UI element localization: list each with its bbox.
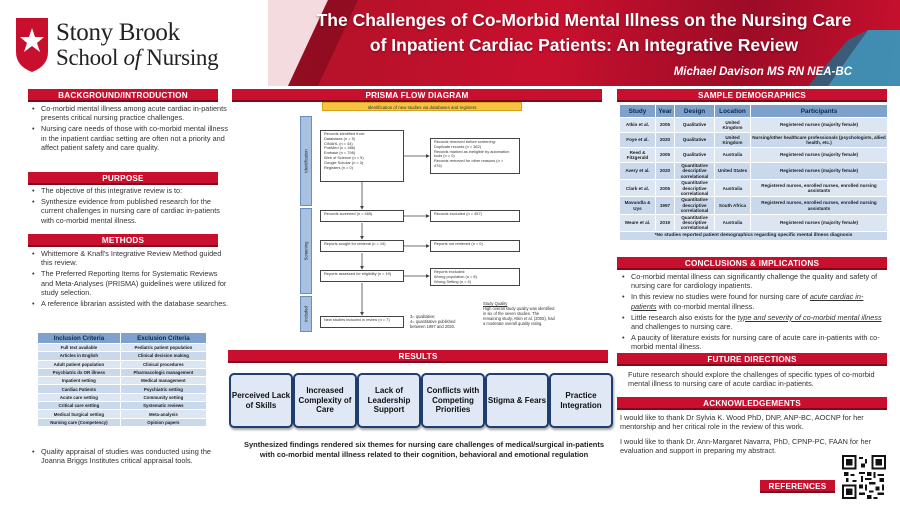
results-synthesis: Synthesized findings rendered six themes… [243,440,605,459]
conclusions-list: Co-morbid mental illness can significant… [620,272,888,354]
logo-line-1: Stony Brook [56,18,180,46]
banner-decoration [268,0,900,86]
table-row: Nursing care (Competency)Opinion papers [37,417,208,427]
shield-icon [16,18,48,72]
records-excluded-box: Records excluded (n = 457) [430,210,520,222]
methods-list: Whittemore & Knafl's Integrative Review … [30,249,230,310]
theme-box: Lack of Leadership Support [357,373,421,428]
list-item: Nursing care needs of those with co-morb… [30,124,230,152]
column-header: Design [674,104,715,118]
logo-line-2: School of Nursing [56,45,219,71]
theme-box: Stigma & Fears [485,373,549,428]
list-item: A paucity of literature exists for nursi… [620,333,888,351]
list-item: In this review no studies were found for… [620,292,888,310]
theme-box: Practice Integration [549,373,613,428]
list-item: The objective of this integrative review… [30,186,230,195]
column-header: Study [619,104,656,118]
prisma-flow-diagram: Identification of new studies via databa… [300,102,560,334]
reports-assessed-box: Reports assessed for eligibility (n = 19… [320,270,404,282]
prisma-top-banner: Identification of new studies via databa… [322,102,522,111]
list-item: Co-morbid mental illness among acute car… [30,104,230,122]
list-item: Co-morbid mental illness can significant… [620,272,888,290]
list-item: A reference librarian assisted with the … [30,299,230,308]
section-header-references: REFERENCES [760,480,835,493]
section-header-purpose: PURPOSE [28,172,218,185]
section-header-methods: METHODS [28,234,218,247]
quality-list: Quality appraisal of studies was conduct… [30,447,230,467]
column-header: Exclusion Criteria [119,332,208,344]
section-header-demographics: SAMPLE DEMOGRAPHICS [617,89,887,102]
list-item: Synthesize evidence from published resea… [30,197,230,225]
qr-code[interactable] [842,455,886,499]
future-text: Future research should explore the chall… [628,370,875,389]
list-item: Whittemore & Knafl's Integrative Review … [30,249,230,267]
phase-screening: Screening [300,208,312,294]
acknowledgement-2: I would like to thank Dr. Ann-Margaret N… [620,437,872,456]
reports-not-retrieved-box: Reports not retrieved (n = 0) [430,240,520,252]
section-header-conclusions: CONCLUSIONS & IMPLICATIONS [617,257,887,270]
study-quality-note: Study Quality High overall study quality… [483,301,555,326]
reports-excluded-box: Reports excluded:Wrong population (n = 8… [430,268,520,286]
school-logo: Stony Brook School of Nursing [14,10,254,80]
section-header-prisma: PRISMA FLOW DIAGRAM [232,89,602,102]
poster-title: The Challenges of Co-Morbid Mental Illne… [316,10,852,55]
list-item: Quality appraisal of studies was conduct… [30,447,230,465]
theme-box: Increased Complexity of Care [293,373,357,428]
purpose-list: The objective of this integrative review… [30,186,230,227]
records-screened-box: Records screened (n = 465) [320,210,404,222]
phase-identification: Identification [300,116,312,206]
background-list: Co-morbid mental illness among acute car… [30,104,230,154]
author-name: Michael Davison MS RN NEA-BC [673,66,852,78]
theme-box: Conflicts with Competing Priorities [421,373,485,428]
studies-included-box: New studies included in review (n = 7) [320,316,404,328]
criteria-table: Inclusion Criteria Exclusion Criteria Fu… [37,332,208,427]
column-header: Location [714,104,751,118]
included-note: 3= qualitative;4= quantitative published… [410,314,456,329]
list-item: The Preferred Reporting Items for System… [30,269,230,297]
reports-sought-box: Reports sought for retrieval (n = 19) [320,240,404,252]
column-header: Year [655,104,675,118]
section-header-acknowledgements: ACKNOWLEDGEMENTS [617,397,887,410]
table-row: *No studies reported patient demographic… [619,230,888,241]
acknowledgement-1: I would like to thank Dr Sylvia K. Wood … [620,413,864,432]
demographics-table: Study Year Design Location Participants … [619,104,888,241]
theme-box: Perceived Lack of Skills [229,373,293,428]
records-removed-box: Records removed before screening:Duplica… [430,138,520,174]
section-header-future: FUTURE DIRECTIONS [617,353,887,366]
list-item: Little research also exists for the type… [620,313,888,331]
title-banner: The Challenges of Co-Morbid Mental Illne… [268,0,900,86]
column-header: Participants [750,104,888,118]
section-header-results: RESULTS [228,350,608,363]
column-header: Inclusion Criteria [37,332,121,344]
records-identified-box: Records identified from:Databases (n = 5… [320,130,404,182]
section-header-background: BACKGROUND/INTRODUCTION [28,89,218,102]
phase-included: Included [300,296,312,332]
